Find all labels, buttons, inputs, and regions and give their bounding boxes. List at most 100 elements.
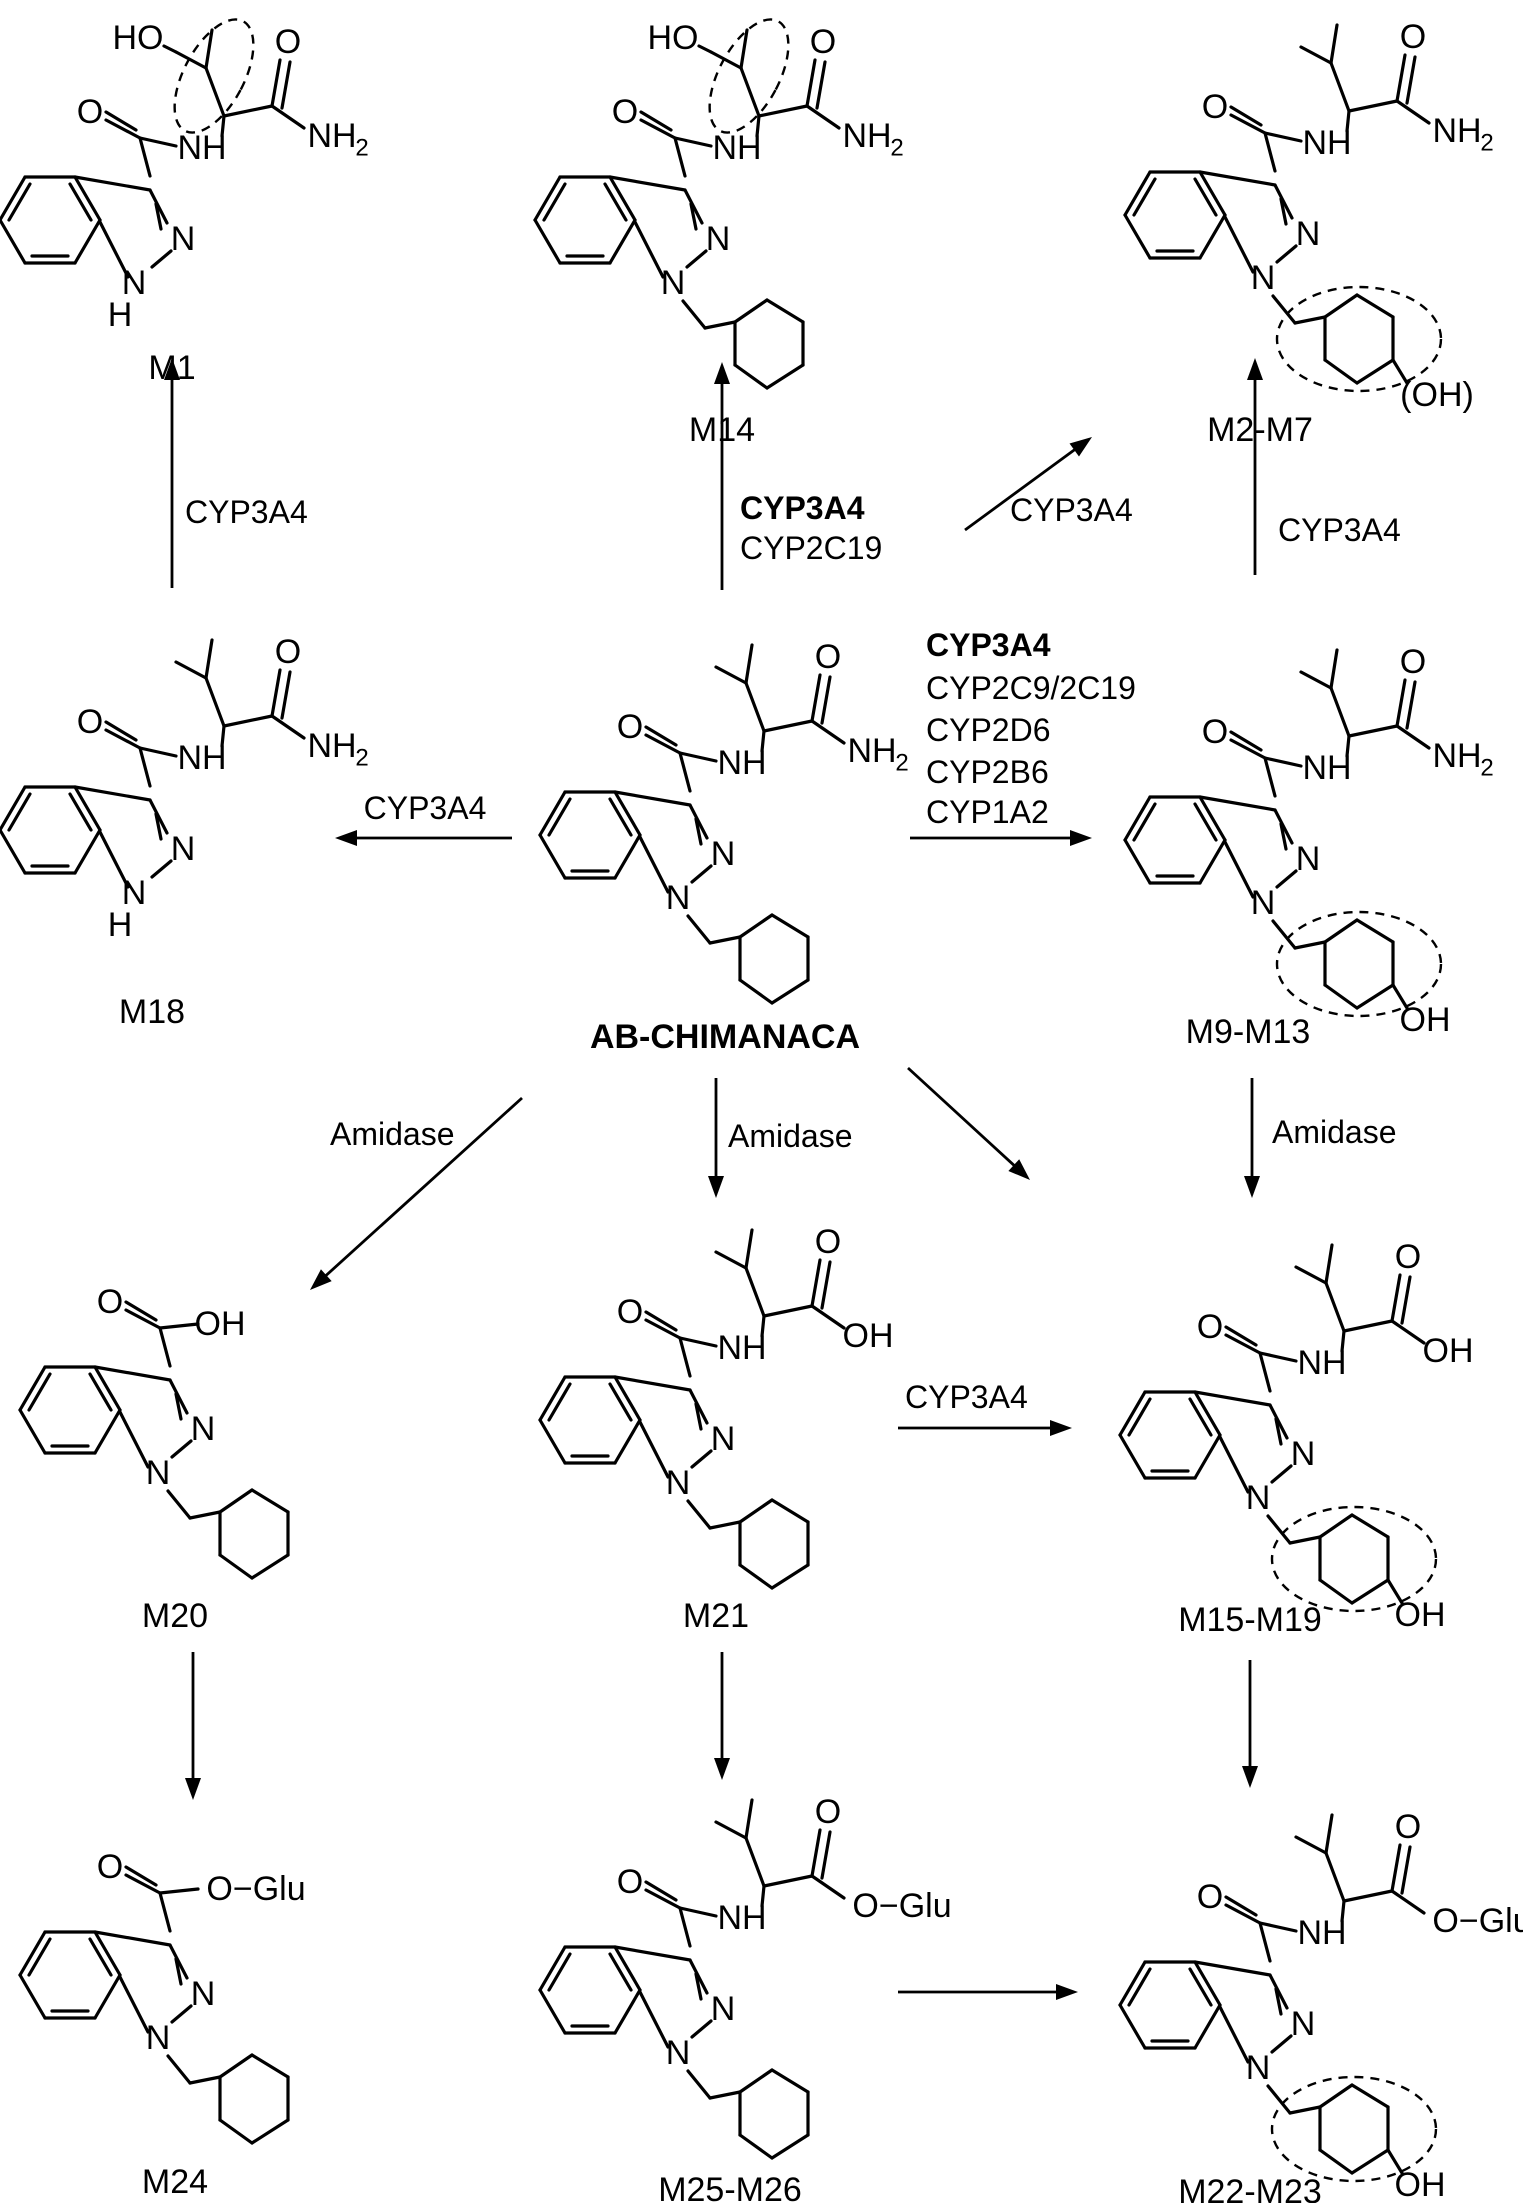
bond: [1350, 1513, 1390, 1539]
nitrogen-atom: N: [711, 1990, 736, 2028]
bond: [690, 1449, 713, 1469]
bond: [1229, 113, 1267, 135]
bond: [1323, 983, 1359, 1010]
bond: [168, 1378, 189, 1415]
bond: [810, 1874, 846, 1900]
oxygen-atom: O: [1202, 88, 1228, 126]
amide-nh: NH: [712, 129, 761, 167]
bond: [1350, 2083, 1390, 2109]
bond: [744, 643, 754, 685]
bond: [148, 798, 169, 835]
bond: [204, 28, 214, 70]
modification-site-halo: [1270, 1505, 1438, 1613]
bond: [1274, 1417, 1283, 1446]
bond: [542, 182, 567, 222]
oxygen-atom: O: [97, 1848, 123, 1886]
bond: [733, 363, 769, 390]
bond: [690, 2019, 713, 2039]
bond: [678, 1906, 692, 1948]
bond: [250, 2053, 290, 2079]
bond: [1299, 670, 1333, 690]
bond: [678, 751, 692, 793]
arrow-parent-to-m18: [335, 830, 512, 846]
label-m2-m7: M2-M7: [1207, 411, 1313, 449]
bond: [1318, 2148, 1354, 2175]
bond: [1329, 648, 1339, 690]
bond: [1395, 99, 1431, 125]
oxygen-atom: O: [1400, 643, 1426, 681]
bond: [714, 1820, 748, 1840]
bond: [644, 1888, 682, 1910]
bond: [188, 1510, 222, 1520]
arrow-parent-to-m2-m7: [964, 437, 1092, 532]
bond: [18, 1930, 47, 1977]
label-m9-m13: M9-M13: [1186, 1013, 1311, 1051]
bond: [613, 1375, 692, 1392]
bond: [613, 1988, 642, 2035]
bond: [770, 913, 810, 939]
bond: [1355, 983, 1395, 1010]
bond: [694, 1972, 703, 2001]
oxygen-atom: O: [1197, 1878, 1223, 1916]
bond: [673, 136, 687, 178]
bond: [697, 44, 713, 54]
bond: [1391, 983, 1409, 1010]
bond: [1355, 918, 1395, 944]
bond: [1279, 822, 1288, 851]
oxygen-atom: O: [1395, 1238, 1421, 1276]
bond: [1229, 738, 1267, 760]
bond: [613, 1418, 642, 1465]
bond: [7, 182, 32, 222]
bond: [738, 1563, 774, 1590]
bond: [1386, 2148, 1404, 2175]
bond: [138, 136, 152, 178]
bond: [810, 673, 822, 723]
bond: [1318, 1578, 1354, 1605]
nitrogen-atom: N: [1291, 2005, 1316, 2043]
bond: [138, 746, 178, 758]
bond: [1318, 1513, 1354, 1539]
bond: [683, 188, 704, 225]
amide-nh: NH: [1297, 1914, 1346, 1952]
bond: [738, 978, 774, 1005]
bond: [744, 1228, 754, 1270]
bond: [1405, 680, 1417, 730]
bond: [1193, 177, 1218, 217]
bond: [608, 1952, 633, 1992]
arrow-parent-to-m20: [310, 1096, 523, 1290]
bond: [613, 790, 642, 837]
nitrogen-atom: N: [146, 2019, 171, 2057]
amide-nh: NH: [1302, 749, 1351, 787]
bond: [1347, 99, 1399, 113]
bond: [158, 1322, 200, 1330]
bond: [810, 1258, 822, 1308]
bond: [738, 2133, 774, 2160]
bond: [613, 1375, 642, 1422]
bond: [613, 1945, 692, 1962]
bond: [124, 1308, 162, 1330]
bond: [744, 1266, 766, 1318]
hydroxyl-group: HO: [113, 19, 164, 57]
label-m21: M21: [683, 1597, 749, 1635]
bond: [770, 1563, 810, 1590]
bond: [220, 114, 226, 138]
bond: [270, 58, 282, 108]
bond: [1266, 2084, 1292, 2115]
bond: [1342, 1889, 1394, 1903]
bond: [678, 1336, 718, 1348]
bond: [150, 859, 173, 879]
bond: [1118, 1390, 1147, 1437]
bond: [686, 2069, 712, 2100]
bond: [820, 1830, 832, 1880]
bond: [1329, 61, 1351, 113]
bond: [1193, 2003, 1222, 2050]
bond: [18, 1408, 47, 1455]
bond: [644, 1318, 682, 1340]
bond: [174, 660, 208, 680]
bond: [218, 2118, 254, 2145]
bond: [1263, 756, 1303, 768]
amide-nh: NH: [717, 1329, 766, 1367]
